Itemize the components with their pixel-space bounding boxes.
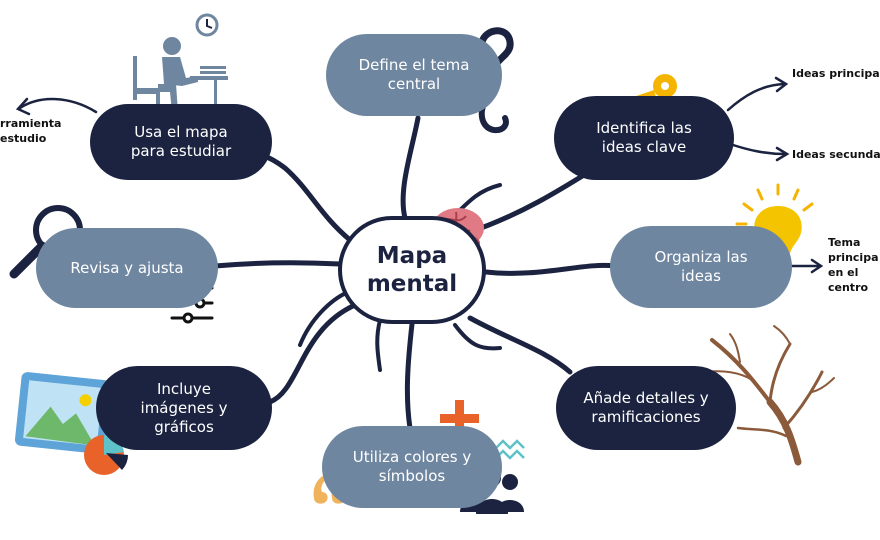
annotation-text: en el xyxy=(828,266,859,279)
node-label: Organiza las xyxy=(654,248,748,266)
connector-colors xyxy=(404,321,415,431)
node-label: Incluye xyxy=(157,379,211,398)
arrow-to-tool xyxy=(18,97,98,114)
node-label: ramificaciones xyxy=(591,408,701,426)
student-desk-icon xyxy=(133,37,228,112)
node-label: para estudiar xyxy=(130,142,232,160)
connector-images xyxy=(267,302,358,405)
central-title: mental xyxy=(366,271,458,297)
clock-icon xyxy=(195,13,219,37)
central-title: Mapa xyxy=(376,243,448,269)
node-label: Identifica las xyxy=(596,119,692,137)
connector-branch-c xyxy=(453,323,502,351)
node-label: ideas xyxy=(681,267,721,285)
node-label: Revisa y ajusta xyxy=(70,258,184,277)
connector-branch-a xyxy=(298,290,350,347)
arrow-to-main-ideas xyxy=(726,82,786,112)
waves-icon xyxy=(495,439,525,460)
node-review-and-adjust: Revisa y ajusta xyxy=(36,228,218,308)
node-label: símbolos xyxy=(378,467,446,485)
annotation-theme: Tema principa en el centro xyxy=(828,235,879,295)
annotation-text: centro xyxy=(828,281,869,294)
node-label: Usa el mapa xyxy=(134,123,228,141)
node-label: ideas clave xyxy=(601,138,687,156)
node-label: gráficos xyxy=(154,417,214,436)
arrow-head-secondary xyxy=(775,146,790,162)
arrow-head-theme xyxy=(810,258,824,274)
connector-review xyxy=(212,260,343,269)
connector-branch-b xyxy=(375,318,382,372)
annotation-tool: rramienta estudio xyxy=(0,116,61,146)
annotation-text: estudio xyxy=(0,132,47,145)
connector-define xyxy=(400,115,421,221)
pie-chart-icon xyxy=(84,434,128,475)
connector-identify xyxy=(467,167,595,235)
node-label: imágenes y xyxy=(140,398,228,417)
node-label: central xyxy=(387,75,441,93)
plus-icon xyxy=(440,400,479,438)
annotation-text: Tema xyxy=(828,236,861,249)
bare-tree-icon xyxy=(705,325,835,466)
connector-organize xyxy=(483,262,618,276)
annotation-arrows xyxy=(15,76,824,274)
picture-icon xyxy=(14,372,112,454)
node-label: Define el tema xyxy=(358,56,470,74)
annotation-text: rramienta xyxy=(0,117,62,130)
arrow-to-secondary-ideas xyxy=(728,142,787,156)
node-label: Añade detalles y xyxy=(583,389,709,407)
node-label: Utiliza colores y xyxy=(352,448,472,466)
arrow-head-tool xyxy=(15,97,31,116)
annotation-text: principa xyxy=(828,251,879,264)
connector-details xyxy=(467,315,573,375)
arrow-head-main xyxy=(774,76,789,93)
annotation-secondary-ideas: Ideas secundar xyxy=(792,148,880,161)
annotation-main-ideas: Ideas principale xyxy=(792,67,880,80)
